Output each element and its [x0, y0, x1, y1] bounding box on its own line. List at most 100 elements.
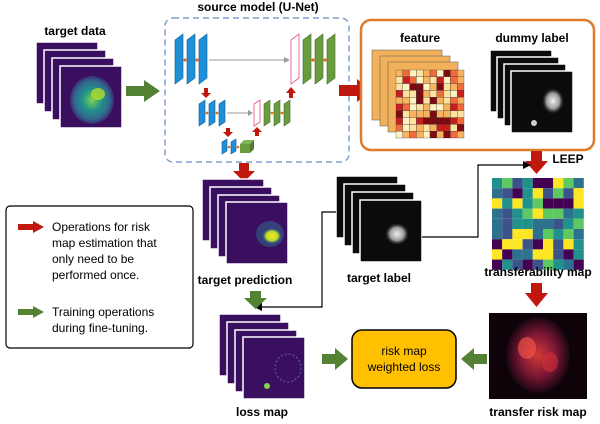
feature-cell — [409, 131, 417, 139]
legend-box — [5, 205, 194, 349]
transferability-cell — [563, 218, 574, 229]
feature-cell — [436, 83, 444, 91]
weighted-loss-line-1: risk map — [381, 344, 427, 358]
transferability-cell — [553, 208, 564, 219]
feature-cell — [395, 103, 403, 111]
legend-green-line-2: during fine-tuning. — [52, 321, 148, 335]
feature-cell — [457, 117, 465, 125]
transfer-risk-map-label: transfer risk map — [489, 405, 586, 419]
transferability-cell — [522, 218, 533, 229]
feature-cell — [402, 83, 410, 91]
transferability-cell — [532, 188, 543, 199]
transferability-cell — [573, 229, 584, 240]
feature-cell — [450, 124, 458, 132]
feature-cell — [423, 83, 431, 91]
transferability-cell — [522, 239, 533, 250]
transferability-map — [492, 178, 584, 270]
transferability-cell — [502, 229, 513, 240]
feature-cell — [443, 90, 451, 98]
leep-label: LEEP — [552, 152, 583, 166]
transferability-cell — [532, 208, 543, 219]
transferability-cell — [543, 249, 554, 260]
feature-cell — [416, 117, 424, 125]
legend-green-line-1: Training operations — [52, 305, 154, 319]
transferability-cell — [502, 208, 513, 219]
transferability-cell — [573, 208, 584, 219]
feature-cell — [457, 69, 465, 77]
target-label-stack — [335, 175, 423, 263]
connector-label-to-loss — [254, 211, 336, 311]
feature-cell — [450, 117, 458, 125]
feature-cell — [423, 124, 431, 132]
feature-cell — [443, 97, 451, 105]
feature-cell — [450, 97, 458, 105]
transferability-cell — [563, 198, 574, 209]
transferability-cell — [563, 188, 574, 199]
feature-cell — [429, 117, 437, 125]
transfer-risk-map — [489, 313, 587, 399]
transferability-cell — [543, 239, 554, 250]
transferability-cell — [532, 198, 543, 209]
brain-scan — [70, 76, 114, 124]
feature-cell — [409, 83, 417, 91]
feature-cell — [423, 69, 431, 77]
risk-weighted-loss-box — [351, 329, 457, 389]
feature-cell — [436, 103, 444, 111]
transferability-cell — [543, 208, 554, 219]
transferability-cell — [532, 218, 543, 229]
bottleneck-block — [221, 138, 254, 155]
feature-cell — [409, 110, 417, 118]
feature-cell — [450, 69, 458, 77]
feature-cell — [443, 76, 451, 84]
transferability-cell — [502, 178, 513, 189]
feature-cell — [429, 69, 437, 77]
transferability-cell — [492, 198, 503, 209]
transferability-cell — [512, 208, 523, 219]
target-label-blob — [385, 223, 409, 245]
feature-cell — [429, 131, 437, 139]
decoder-block-2 — [253, 99, 291, 127]
feature-cell — [409, 76, 417, 84]
feature-cell — [402, 97, 410, 105]
transferability-cell — [502, 218, 513, 229]
feature-cell — [402, 117, 410, 125]
feature-cell — [423, 90, 431, 98]
red-arrow-model-to-prediction — [233, 163, 255, 182]
transferability-cell — [502, 198, 513, 209]
feature-cell — [443, 83, 451, 91]
target-data-stack — [35, 41, 123, 129]
feature-cell — [436, 124, 444, 132]
transferability-cell — [532, 249, 543, 260]
transferability-cell — [512, 229, 523, 240]
transferability-cell — [532, 259, 543, 270]
transferability-cell — [553, 198, 564, 209]
feature-cell — [429, 110, 437, 118]
target-prediction-stack — [201, 178, 289, 265]
feature-cell — [443, 117, 451, 125]
feature-cell — [409, 69, 417, 77]
dummy-label-blob — [542, 88, 564, 114]
transferability-cell — [563, 229, 574, 240]
feature-cell — [423, 117, 431, 125]
transferability-cell — [573, 249, 584, 260]
decoder-block-1 — [290, 33, 336, 85]
feature-cell — [416, 103, 424, 111]
feature-cell — [402, 90, 410, 98]
feature-cell — [457, 90, 465, 98]
legend-red-line-3: only need to be — [52, 252, 134, 266]
loss-map-label: loss map — [236, 405, 288, 419]
transferability-cell — [573, 239, 584, 250]
feature-cell — [429, 90, 437, 98]
transferability-cell — [512, 259, 523, 270]
encoder-block-1 — [174, 33, 208, 85]
dummy-label-stack — [489, 49, 574, 134]
transferability-cell — [512, 198, 523, 209]
feature-cell — [450, 103, 458, 111]
transferability-cell — [553, 259, 564, 270]
loss-map-spot — [264, 383, 270, 389]
transferability-cell — [573, 218, 584, 229]
transferability-cell — [492, 188, 503, 199]
transferability-cell — [563, 259, 574, 270]
transferability-cell — [553, 218, 564, 229]
feature-cell — [416, 83, 424, 91]
